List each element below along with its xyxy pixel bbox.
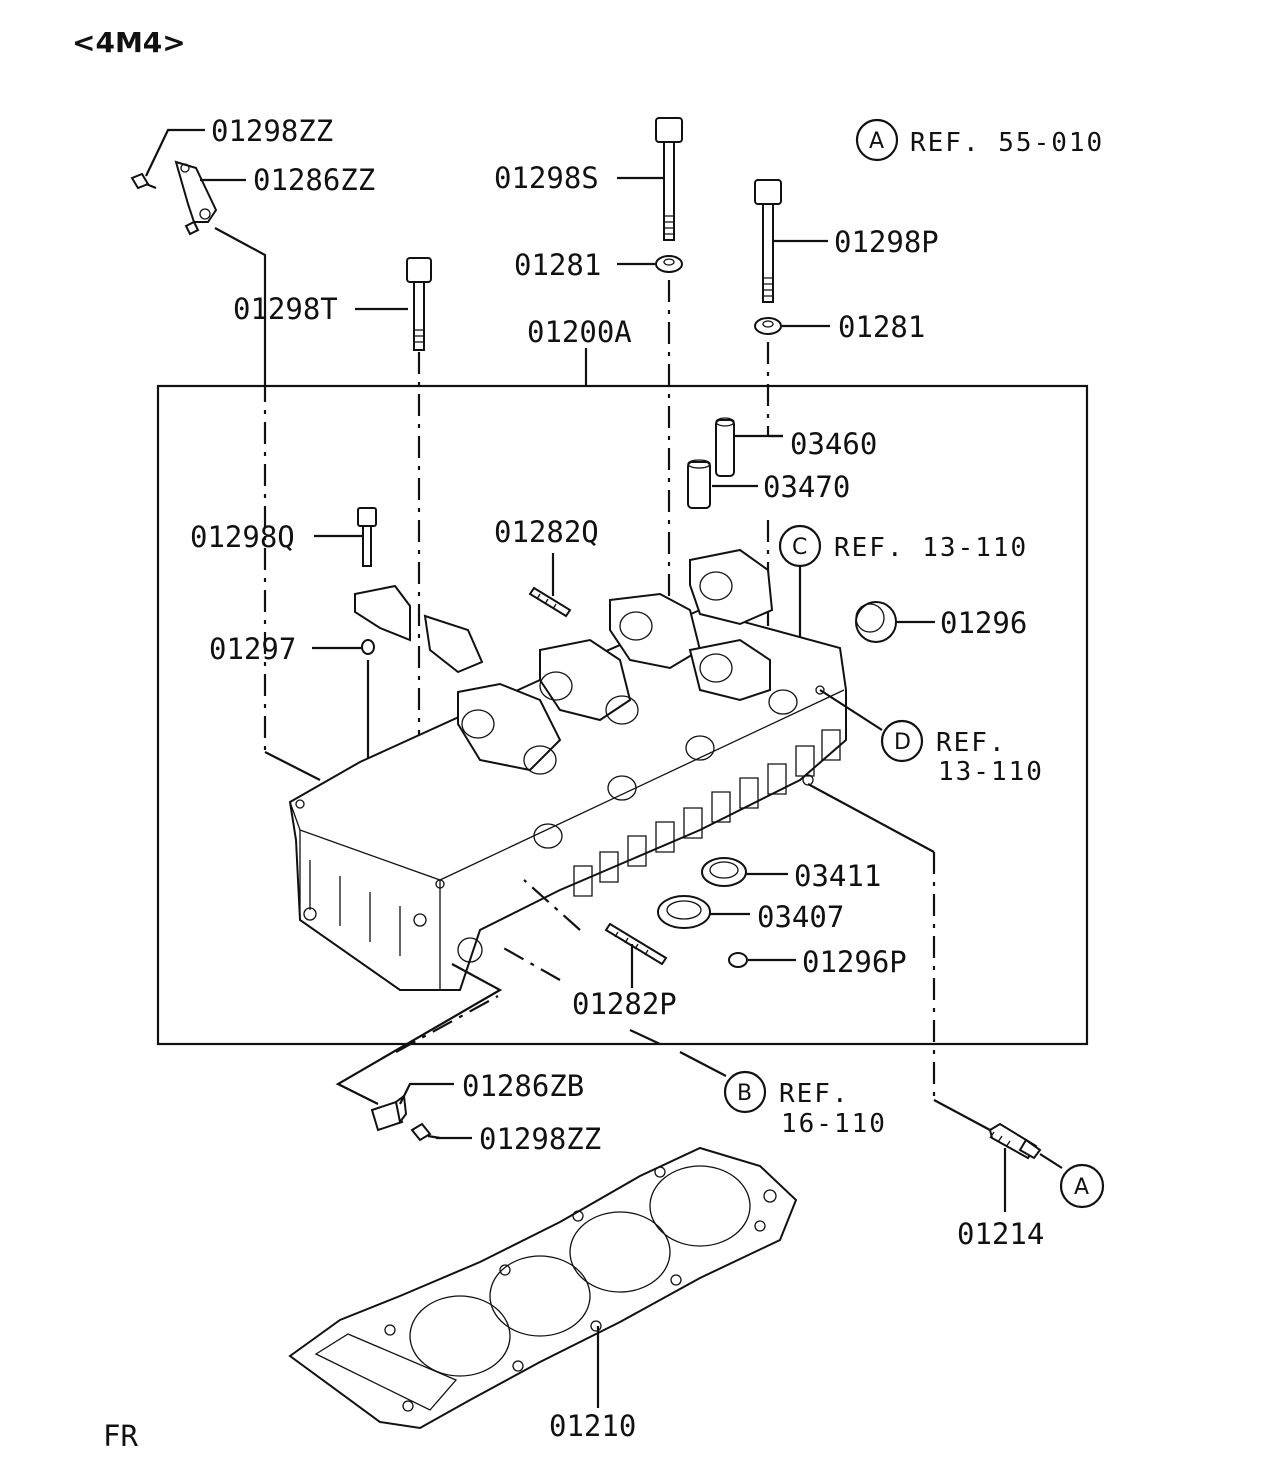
leader-callout-D — [819, 689, 883, 731]
part-label-01214[interactable]: 01214 — [957, 1217, 1044, 1251]
part-label-03470[interactable]: 03470 — [763, 470, 850, 504]
bracket-01286ZB-icon — [370, 1094, 408, 1132]
callout-C-ref: REF. 13-110 — [834, 533, 1028, 563]
bolt-01298S-icon — [655, 117, 683, 241]
part-label-01286ZB[interactable]: 01286ZB — [462, 1069, 584, 1103]
washer-01281-b-icon — [754, 317, 782, 335]
callout-D — [880, 719, 924, 763]
bolt-01298P-icon — [754, 179, 782, 303]
callout-B-ref-line1: REF. — [779, 1079, 850, 1109]
leader-01286ZB — [399, 1082, 454, 1105]
leader-callout-B-upper — [629, 1029, 661, 1045]
callout-A-bottom-letter: A — [1074, 1175, 1089, 1200]
leader-sensor-to-A — [1039, 1153, 1063, 1169]
part-label-03460[interactable]: 03460 — [790, 427, 877, 461]
callout-D-ref-line2: 13-110 — [938, 757, 1044, 787]
part-label-03411[interactable]: 03411 — [794, 859, 881, 893]
bolt-01298Q-icon — [357, 507, 377, 567]
dash-01282P-lower — [499, 945, 561, 981]
head-gasket-01210-icon — [288, 1146, 798, 1430]
leader-bracket-to-head — [214, 227, 267, 380]
callout-B — [723, 1070, 767, 1114]
part-label-01298Q[interactable]: 01298Q — [190, 520, 295, 554]
callout-A-top-ref: REF. 55-010 — [910, 128, 1104, 158]
callout-C-letter: C — [792, 535, 807, 560]
plug-01296P-icon — [728, 952, 748, 968]
cylinder-head-icon — [288, 548, 847, 991]
part-label-01281-b[interactable]: 01281 — [838, 310, 925, 344]
callout-B-letter: B — [737, 1081, 752, 1106]
part-label-01298T[interactable]: 01298T — [233, 292, 338, 326]
pin-01297-icon — [361, 639, 375, 655]
sensor-01214-icon — [988, 1122, 1042, 1160]
fr-direction-label: FR — [103, 1419, 138, 1453]
leader-callout-B — [679, 1051, 727, 1077]
engine-code-title: <4M4> — [72, 26, 186, 59]
oil-seal-03407-icon — [657, 895, 711, 929]
dash-bracket-end — [264, 751, 321, 781]
callout-A-bottom — [1059, 1163, 1105, 1209]
part-label-01298ZZ-bottom[interactable]: 01298ZZ — [479, 1122, 601, 1156]
bracket-01286ZZ-icon — [174, 160, 218, 236]
stud-01282Q-icon — [528, 586, 572, 618]
valve-guide-03470-icon — [687, 459, 711, 509]
valve-guide-03460-icon — [715, 417, 735, 477]
dash-01282P-upper — [523, 879, 581, 931]
oil-seal-03411-icon — [701, 857, 747, 887]
leader-01298ZZ-top — [145, 128, 205, 177]
bolt-01298ZZ-bottom-icon — [410, 1122, 441, 1142]
part-label-01286ZZ[interactable]: 01286ZZ — [253, 163, 375, 197]
callout-B-ref-line2: 16-110 — [781, 1109, 887, 1139]
part-label-01298ZZ-top[interactable]: 01298ZZ — [211, 114, 333, 148]
bolt-01298T-icon — [406, 257, 432, 351]
part-label-01296[interactable]: 01296 — [940, 606, 1027, 640]
leader-sensor-lower — [933, 1099, 991, 1131]
part-label-01297[interactable]: 01297 — [209, 632, 296, 666]
part-label-01282P[interactable]: 01282P — [572, 987, 677, 1021]
bolt-01298ZZ-top-icon — [130, 172, 157, 190]
stud-01282P-icon — [604, 922, 668, 966]
callout-A-top-letter: A — [869, 129, 884, 154]
part-label-01281-a[interactable]: 01281 — [514, 248, 601, 282]
plug-01296-icon — [855, 601, 897, 643]
leader-bracket-lower — [335, 963, 503, 1105]
washer-01281-a-icon — [655, 255, 683, 273]
leader-sensor-upper — [807, 783, 935, 853]
part-label-03407[interactable]: 03407 — [757, 900, 844, 934]
part-label-01200A[interactable]: 01200A — [527, 315, 632, 349]
callout-D-letter: D — [894, 730, 911, 755]
part-label-01282Q[interactable]: 01282Q — [494, 515, 599, 549]
part-label-01298S[interactable]: 01298S — [494, 161, 599, 195]
callout-A-top — [855, 118, 899, 162]
callout-D-ref-line1: REF. — [936, 728, 1007, 758]
cylinder-head-assembly-frame — [156, 384, 1089, 1046]
dash-bracket-lower — [395, 995, 499, 1053]
part-label-01210[interactable]: 01210 — [549, 1409, 636, 1443]
part-label-01298P[interactable]: 01298P — [834, 225, 939, 259]
part-label-01296P[interactable]: 01296P — [802, 945, 907, 979]
